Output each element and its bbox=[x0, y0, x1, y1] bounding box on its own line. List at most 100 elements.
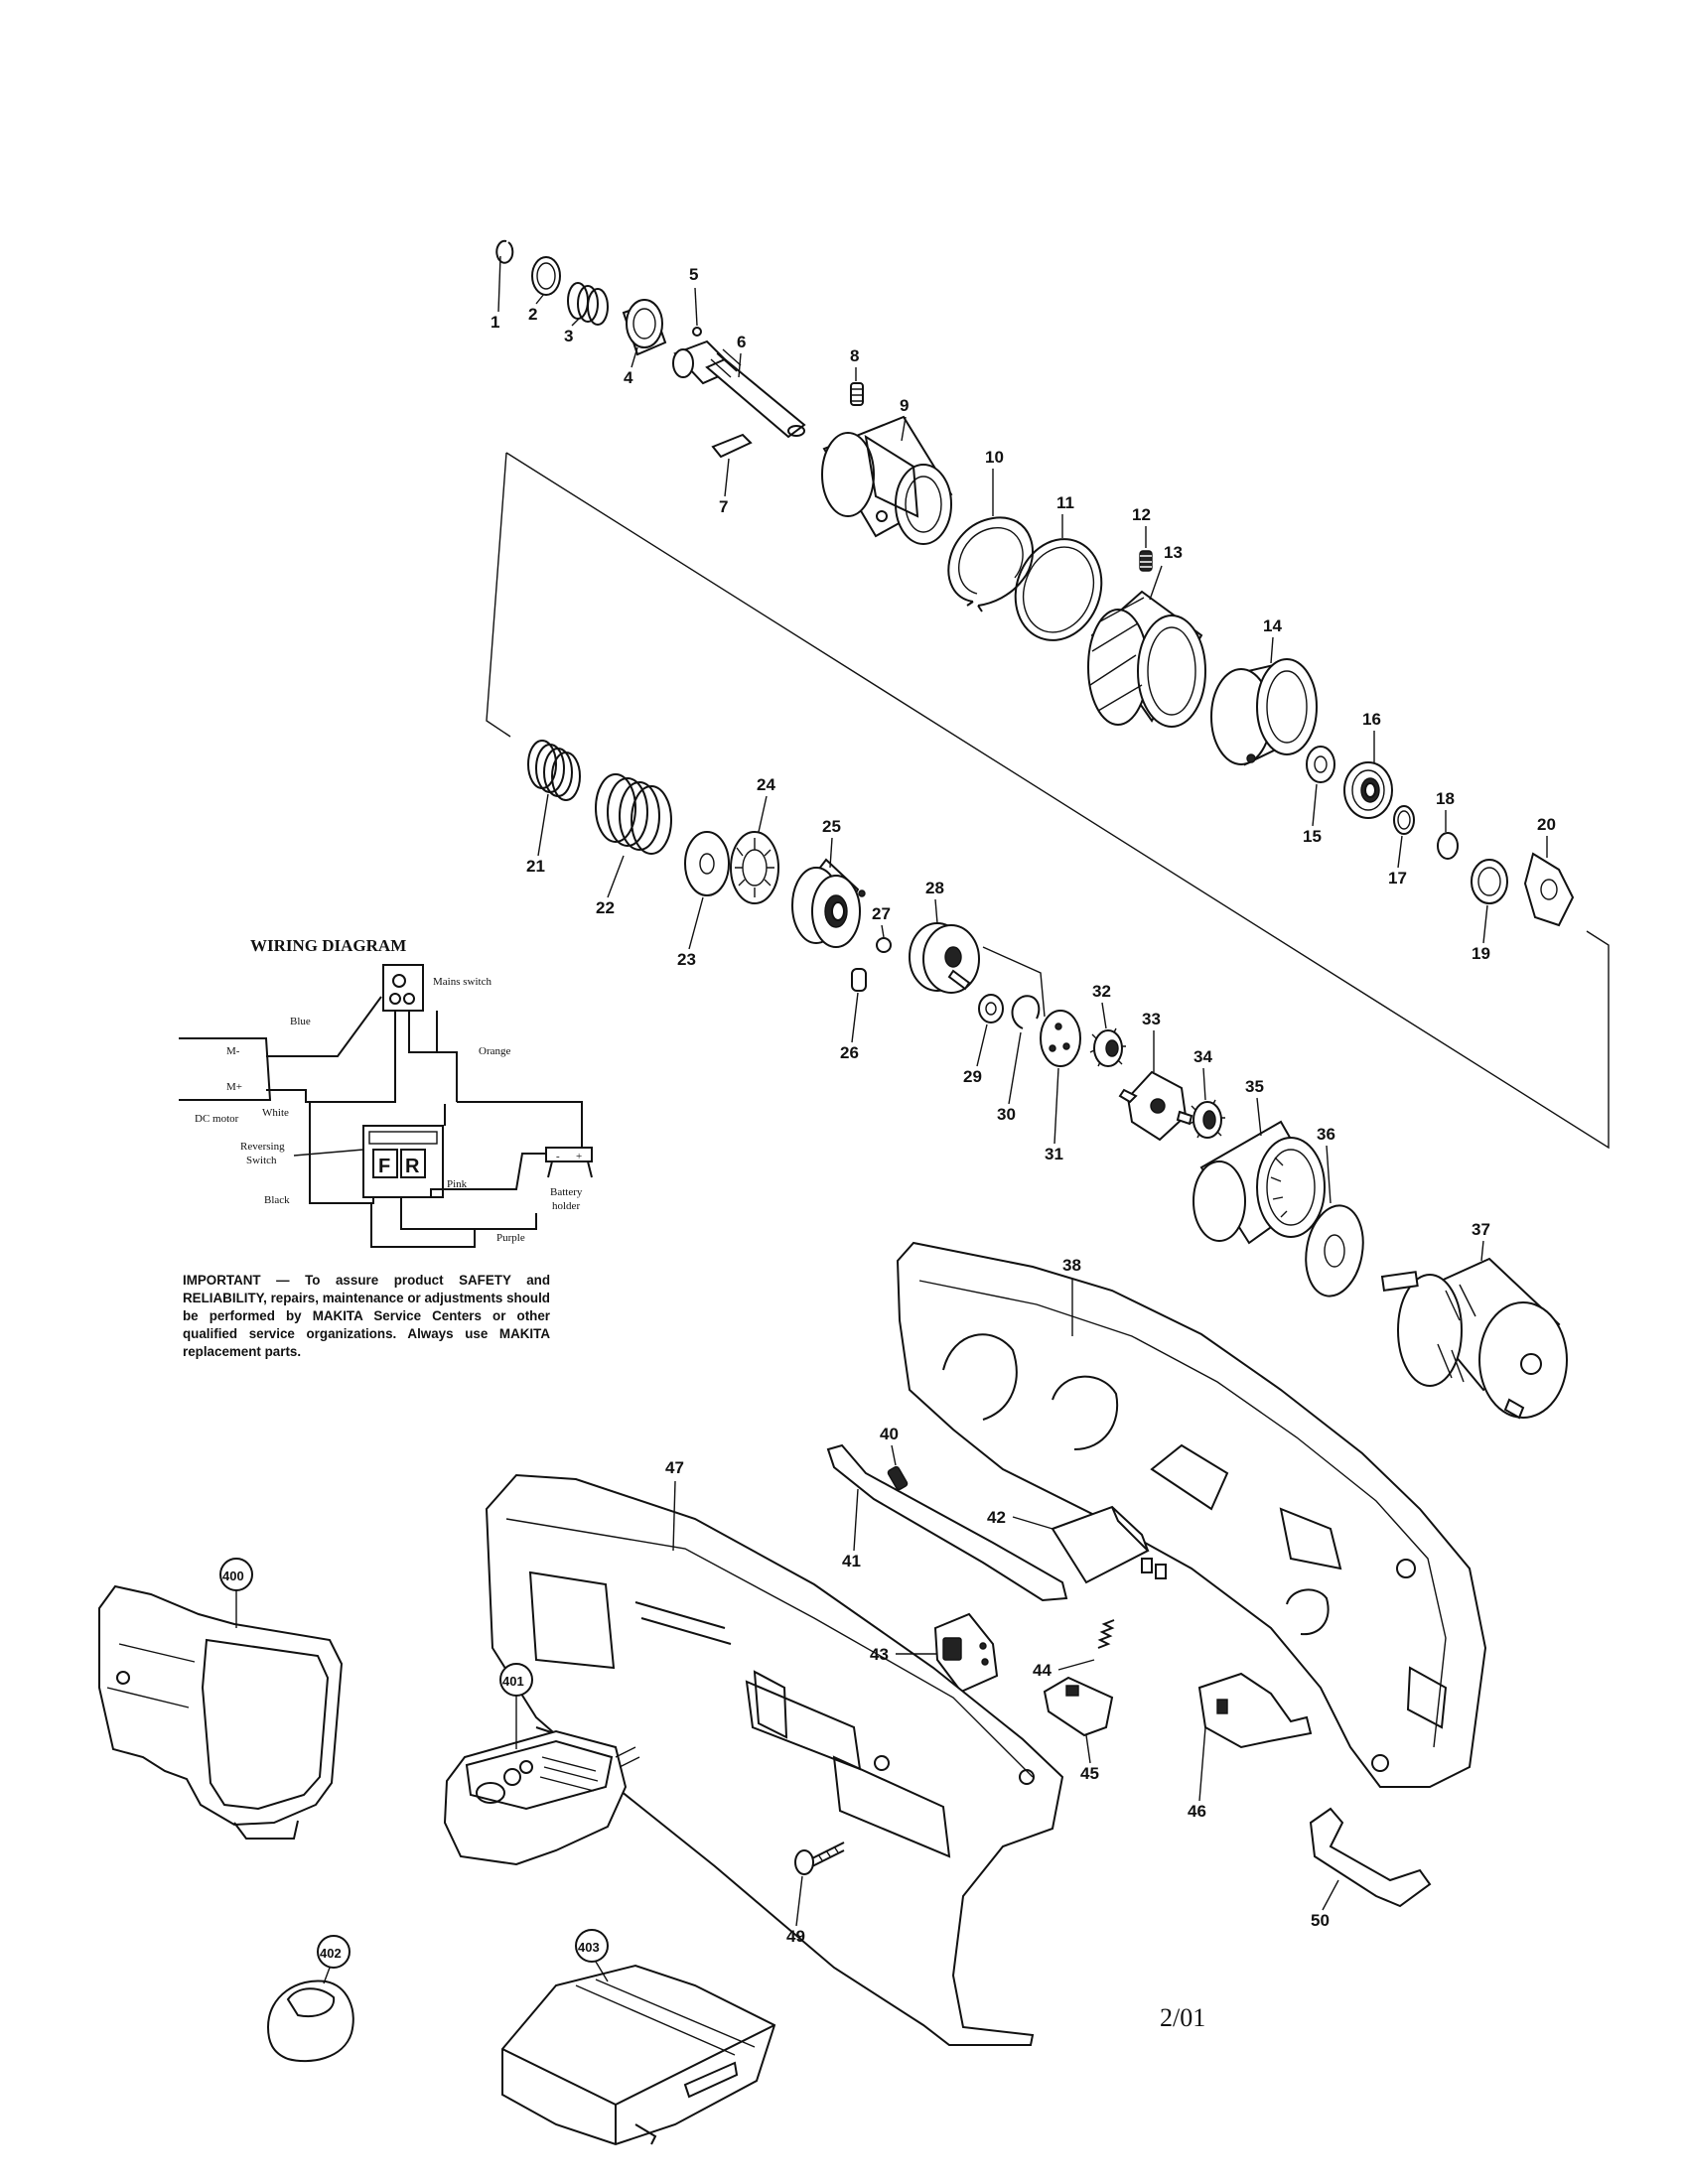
svg-text:31: 31 bbox=[1045, 1145, 1063, 1163]
callout-24: 24 bbox=[757, 775, 775, 833]
blue-wire bbox=[266, 996, 382, 1057]
black-wire-label: Black bbox=[264, 1194, 290, 1206]
svg-text:45: 45 bbox=[1080, 1764, 1099, 1783]
part-17-ring bbox=[1393, 805, 1415, 835]
svg-text:35: 35 bbox=[1245, 1077, 1264, 1096]
reversing-switch-label-2: Switch bbox=[246, 1155, 277, 1166]
callout-25: 25 bbox=[822, 817, 841, 869]
part-23-washer bbox=[684, 831, 730, 896]
battery-holder-minus: - bbox=[556, 1151, 560, 1162]
part-11-o-ring bbox=[1014, 538, 1103, 641]
part-15-washer bbox=[1306, 746, 1335, 783]
part-42-micro-switch bbox=[1051, 1505, 1167, 1584]
battery-holder-label-2: holder bbox=[552, 1200, 580, 1212]
callout-23: 23 bbox=[677, 896, 704, 969]
callout-1: 1 bbox=[491, 255, 501, 332]
black-wire bbox=[309, 1102, 374, 1204]
svg-text:9: 9 bbox=[900, 396, 909, 415]
callout-45: 45 bbox=[1080, 1734, 1099, 1783]
mains-switch-box bbox=[382, 964, 424, 1012]
callout-43: 43 bbox=[870, 1645, 937, 1664]
callout-26: 26 bbox=[840, 992, 859, 1062]
svg-text:6: 6 bbox=[737, 333, 746, 351]
svg-text:18: 18 bbox=[1436, 789, 1455, 808]
part-32-planet-gear bbox=[1089, 1027, 1126, 1067]
part-31-plate bbox=[1040, 1010, 1081, 1067]
callout-28: 28 bbox=[925, 879, 944, 924]
svg-text:44: 44 bbox=[1033, 1661, 1052, 1680]
part-16-ball-bearing bbox=[1343, 761, 1393, 819]
callout-31: 31 bbox=[1045, 1067, 1063, 1163]
white-wire-label: White bbox=[262, 1107, 289, 1119]
part-2-ring-inner bbox=[536, 262, 556, 290]
callout-400: 400 bbox=[219, 1558, 253, 1628]
svg-text:40: 40 bbox=[880, 1425, 899, 1443]
white-wire bbox=[266, 1011, 396, 1103]
callout-14: 14 bbox=[1263, 616, 1282, 664]
svg-text:4: 4 bbox=[624, 368, 633, 387]
svg-text:28: 28 bbox=[925, 879, 944, 897]
m-minus-label: M- bbox=[226, 1045, 240, 1057]
part-46-bracket bbox=[1197, 1672, 1313, 1749]
svg-text:38: 38 bbox=[1062, 1256, 1081, 1275]
part-50-clip bbox=[1309, 1807, 1432, 1908]
switch-r-letter: R bbox=[405, 1156, 420, 1177]
svg-text:41: 41 bbox=[842, 1552, 861, 1570]
callout-46: 46 bbox=[1188, 1726, 1206, 1821]
part-19-washer bbox=[1471, 859, 1508, 904]
callout-18: 18 bbox=[1436, 789, 1455, 832]
svg-text:34: 34 bbox=[1193, 1047, 1212, 1066]
part-401-battery-charger bbox=[443, 1729, 640, 1866]
gear-assembly-middle bbox=[527, 740, 1568, 1420]
important-safety-note: IMPORTANT — To assure product SAFETY and… bbox=[183, 1273, 550, 1359]
part-41-lever bbox=[826, 1443, 1068, 1602]
svg-text:25: 25 bbox=[822, 817, 841, 836]
part-26-pin bbox=[851, 968, 867, 992]
svg-text:20: 20 bbox=[1537, 815, 1556, 834]
accessories bbox=[98, 1584, 776, 2146]
part-40-spring bbox=[887, 1465, 909, 1491]
part-14-ring-gear bbox=[1210, 658, 1318, 766]
svg-text:46: 46 bbox=[1188, 1802, 1206, 1821]
part-49-screw bbox=[794, 1842, 845, 1875]
svg-text:50: 50 bbox=[1311, 1911, 1330, 1930]
wiring-diagram: WIRING DIAGRAM Mains switch M- M+ DC mot… bbox=[179, 936, 593, 1248]
callout-21: 21 bbox=[526, 793, 549, 876]
callout-12: 12 bbox=[1132, 505, 1151, 548]
callout-22: 22 bbox=[596, 855, 625, 917]
callout-42: 42 bbox=[987, 1508, 1053, 1530]
part-34-sun-gear bbox=[1189, 1099, 1225, 1139]
part-45-lever bbox=[1043, 1676, 1114, 1737]
orange-wire-label: Orange bbox=[479, 1045, 510, 1057]
svg-text:33: 33 bbox=[1142, 1010, 1161, 1028]
svg-text:10: 10 bbox=[985, 448, 1004, 467]
svg-text:5: 5 bbox=[689, 265, 698, 284]
part-callouts: 1 2 3 4 5 6 7 8 9 10 11 12 13 14 15 16 1… bbox=[219, 255, 1556, 1984]
reversing-switch-label-1: Reversing bbox=[240, 1141, 285, 1153]
part-27-ball bbox=[876, 937, 892, 953]
part-24-thrust-bearing bbox=[730, 831, 779, 904]
part-7-key bbox=[711, 433, 753, 459]
part-25-clutch-cam bbox=[791, 858, 866, 948]
orange-wire bbox=[408, 1011, 458, 1102]
callout-40: 40 bbox=[880, 1425, 899, 1466]
blue-wire-label: Blue bbox=[290, 1016, 311, 1027]
battery-holder-label-1: Battery bbox=[550, 1186, 583, 1198]
svg-text:36: 36 bbox=[1317, 1125, 1335, 1144]
part-29-washer bbox=[978, 994, 1004, 1024]
part-10-snap-ring bbox=[947, 516, 1034, 613]
callout-6: 6 bbox=[737, 333, 746, 378]
pink-wire bbox=[430, 1153, 550, 1197]
svg-text:19: 19 bbox=[1472, 944, 1490, 963]
svg-text:26: 26 bbox=[840, 1043, 859, 1062]
svg-text:15: 15 bbox=[1303, 827, 1322, 846]
revision-date: 2/01 bbox=[1160, 2003, 1206, 2032]
part-18-ring bbox=[1437, 832, 1459, 860]
svg-text:21: 21 bbox=[526, 857, 545, 876]
part-21-spring bbox=[527, 740, 581, 801]
part-44-spring bbox=[1097, 1619, 1115, 1649]
part-37-dc-motor bbox=[1380, 1257, 1568, 1420]
svg-text:14: 14 bbox=[1263, 616, 1282, 635]
svg-text:12: 12 bbox=[1132, 505, 1151, 524]
svg-text:32: 32 bbox=[1092, 982, 1111, 1001]
